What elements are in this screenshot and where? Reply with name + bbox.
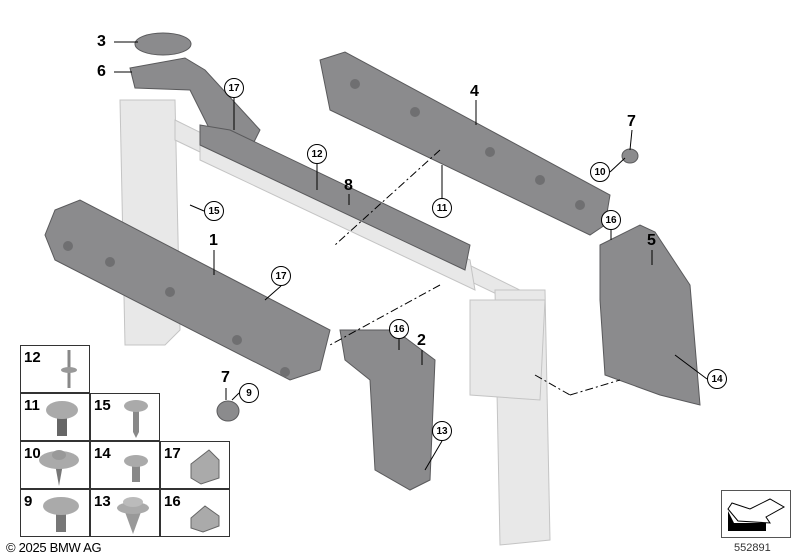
callout-2: 2	[417, 332, 426, 349]
fastener-label: 13	[94, 493, 111, 510]
fastener-label: 11	[24, 397, 40, 414]
callout-1: 1	[209, 232, 218, 249]
copyright: © 2025 BMW AG	[6, 540, 102, 555]
fastener-label: 9	[24, 493, 33, 510]
fastener-cell: 15	[90, 393, 160, 441]
part-8-bracket	[199, 124, 471, 271]
callout-16: 16	[389, 319, 409, 339]
fastener-label: 16	[164, 493, 181, 510]
part-1-lower-trim	[44, 199, 331, 381]
fastener-cell: 13	[90, 489, 160, 537]
part-3-cover	[134, 32, 192, 56]
part-5-side-panel	[599, 224, 701, 406]
callout-8: 8	[344, 177, 353, 194]
fastener-cell: 17	[160, 441, 230, 489]
part-7-cap-upper	[621, 148, 639, 164]
fastener-cell: 12	[20, 345, 90, 393]
callout-9: 9	[239, 383, 259, 403]
callout-4: 4	[470, 83, 479, 100]
orientation-arrow-box	[721, 490, 791, 538]
callout-13: 13	[432, 421, 452, 441]
fastener-label: 10	[24, 445, 41, 462]
short-screw-icon	[124, 455, 148, 482]
fastener-cell: 10	[20, 441, 90, 489]
fastener-cell: 16	[160, 489, 230, 537]
callout-12: 12	[307, 144, 327, 164]
plug-bolt-icon	[46, 401, 78, 436]
clip-nut-small-icon	[190, 505, 220, 533]
rivet-icon	[61, 350, 77, 388]
collar-screw-icon	[43, 497, 79, 532]
fastener-label: 15	[94, 397, 111, 414]
callout-14: 14	[707, 369, 727, 389]
fastener-label: 12	[24, 349, 41, 366]
fastener-label: 17	[164, 445, 181, 462]
expanding-rivet-icon	[117, 497, 149, 534]
callout-17: 17	[224, 78, 244, 98]
fastener-label: 14	[94, 445, 111, 462]
callout-15: 15	[204, 201, 224, 221]
direction-arrow-icon	[727, 498, 786, 531]
fastener-cell: 9	[20, 489, 90, 537]
part-7-cap	[216, 400, 240, 422]
washer-screw-icon	[39, 450, 79, 486]
callout-10: 10	[590, 162, 610, 182]
clip-nut-icon	[190, 449, 220, 485]
callout-16: 16	[601, 210, 621, 230]
screw-icon	[124, 400, 148, 438]
diagram-number: 552891	[734, 542, 771, 554]
callout-7: 7	[221, 369, 230, 386]
part-2-side-panel	[339, 329, 436, 491]
fastener-cell: 11	[20, 393, 90, 441]
callout-3: 3	[97, 33, 106, 50]
callout-7: 7	[627, 113, 636, 130]
callout-5: 5	[647, 232, 656, 249]
fastener-cell: 14	[90, 441, 160, 489]
leader-lines	[114, 41, 708, 471]
callout-17: 17	[271, 266, 291, 286]
callout-11: 11	[432, 198, 452, 218]
callout-6: 6	[97, 63, 106, 80]
